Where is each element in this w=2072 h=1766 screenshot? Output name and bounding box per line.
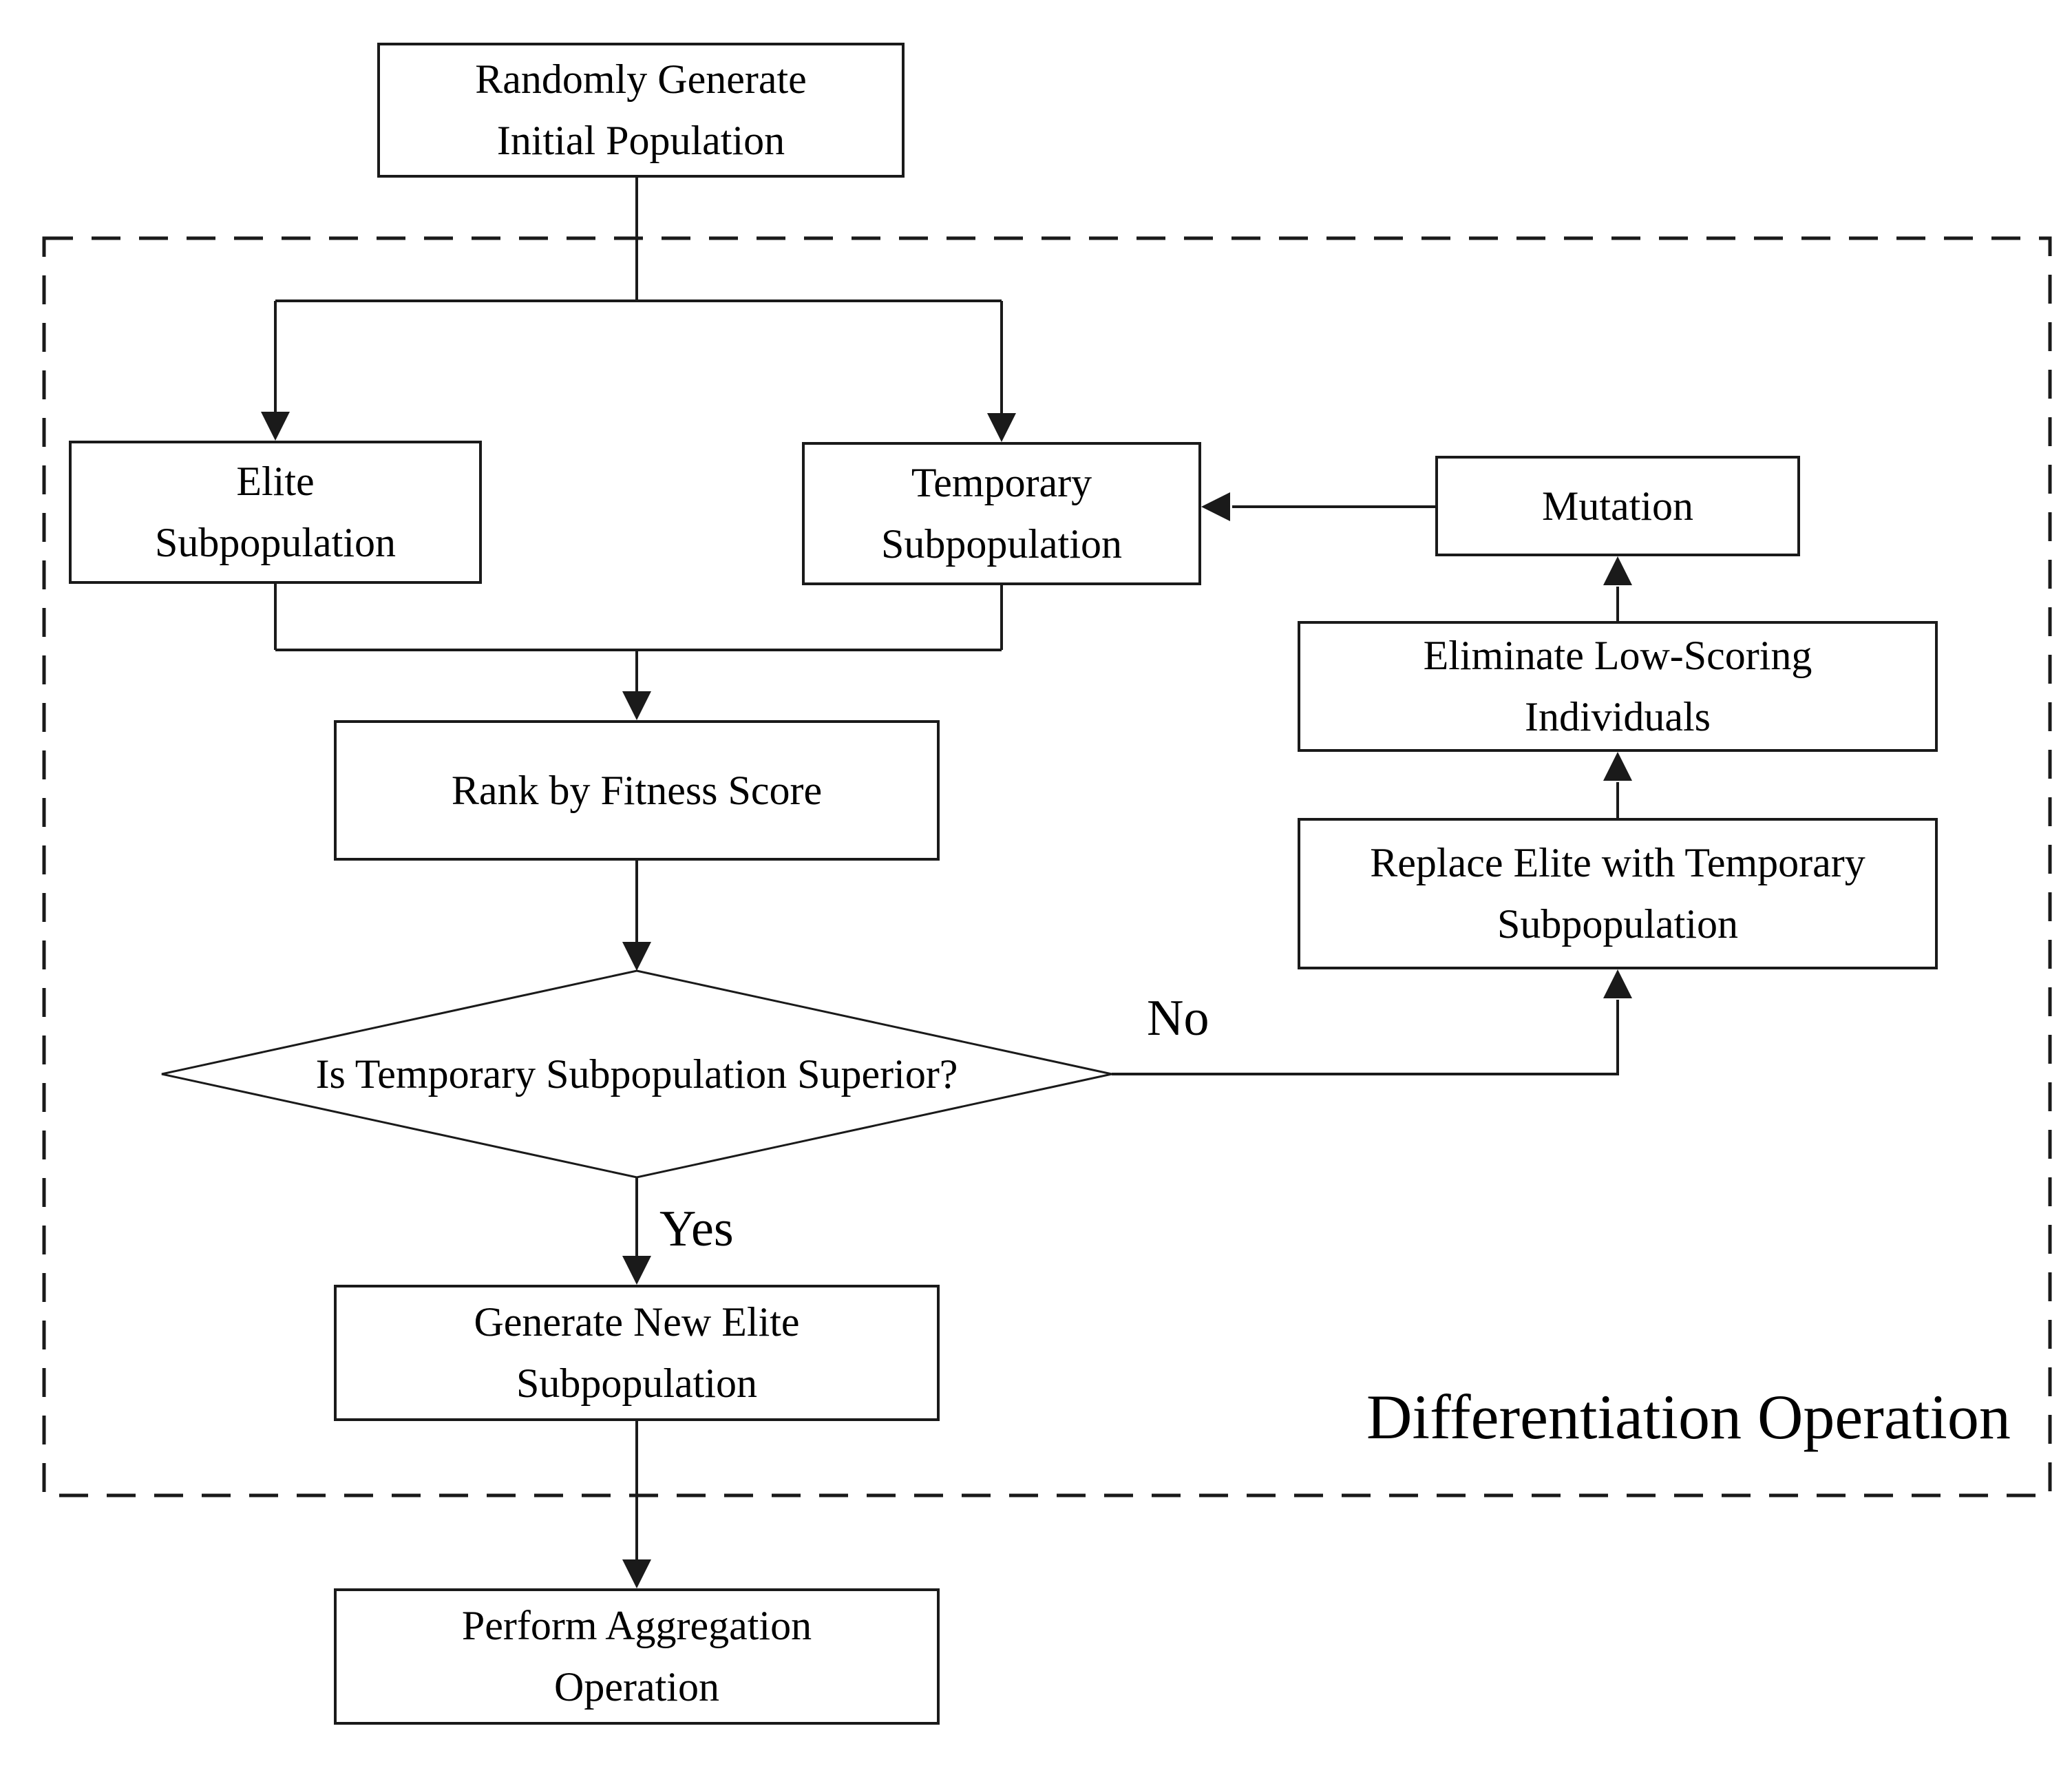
flow-node-label: Eliminate Low-Scoring Individuals bbox=[1423, 633, 1812, 739]
arrowhead-to-mutation bbox=[1603, 556, 1632, 585]
flow-node-mutation: Mutation bbox=[1435, 456, 1800, 556]
flow-node-label: Temporary Subpopulation bbox=[880, 460, 1122, 567]
differentiation-operation-region-title: Differentiation Operation bbox=[1366, 1382, 2011, 1452]
arrowhead-to-aggregate bbox=[622, 1559, 651, 1588]
arrowhead-to-elite bbox=[261, 412, 290, 441]
flow-node-label: Replace Elite with Temporary Subpopulati… bbox=[1370, 840, 1865, 947]
flow-node-generate-new-elite-subpopulation: Generate New Elite Subpopulation bbox=[334, 1285, 940, 1421]
flow-node-elite-subpopulation: Elite Subpopulation bbox=[69, 441, 482, 584]
arrowhead-to-temporary-from-mutation bbox=[1201, 492, 1230, 521]
arrowhead-to-eliminate bbox=[1603, 752, 1632, 781]
edge-label-yes: Yes bbox=[655, 1203, 738, 1254]
flow-node-replace-elite-with-temporary-subpopulation: Replace Elite with Temporary Subpopulati… bbox=[1298, 818, 1938, 969]
arrowhead-to-temporary bbox=[987, 413, 1016, 442]
flow-node-label: Perform Aggregation Operation bbox=[461, 1603, 812, 1710]
flow-node-label: Generate New Elite Subpopulation bbox=[474, 1299, 800, 1406]
flow-node-decision-is-temporary-subpopulation-superior: Is Temporary Subpopulation Superior? bbox=[189, 978, 1084, 1170]
edge-decision-no-to-replace bbox=[1112, 1000, 1619, 1075]
flow-node-randomly-generate-initial-population: Randomly Generate Initial Population bbox=[377, 43, 905, 178]
flow-node-rank-by-fitness-score: Rank by Fitness Score bbox=[334, 720, 940, 861]
flow-node-temporary-subpopulation: Temporary Subpopulation bbox=[802, 442, 1201, 585]
arrowhead-to-rank bbox=[622, 691, 651, 720]
arrowhead-to-replace bbox=[1603, 969, 1632, 998]
arrowhead-to-generate bbox=[622, 1256, 651, 1285]
edge-label-no: No bbox=[1143, 993, 1214, 1044]
flow-node-label: Randomly Generate Initial Population bbox=[475, 56, 807, 163]
flow-node-label: Elite Subpopulation bbox=[154, 459, 396, 565]
differentiation-region-border bbox=[42, 236, 2052, 1497]
flow-node-label: Is Temporary Subpopulation Superior? bbox=[315, 1051, 958, 1097]
flow-node-perform-aggregation-operation: Perform Aggregation Operation bbox=[334, 1588, 940, 1725]
flow-node-label: Mutation bbox=[1542, 483, 1693, 529]
arrowhead-to-decision bbox=[622, 942, 651, 971]
flow-node-label: Rank by Fitness Score bbox=[451, 767, 823, 813]
flow-node-eliminate-low-scoring-individuals: Eliminate Low-Scoring Individuals bbox=[1298, 621, 1938, 752]
